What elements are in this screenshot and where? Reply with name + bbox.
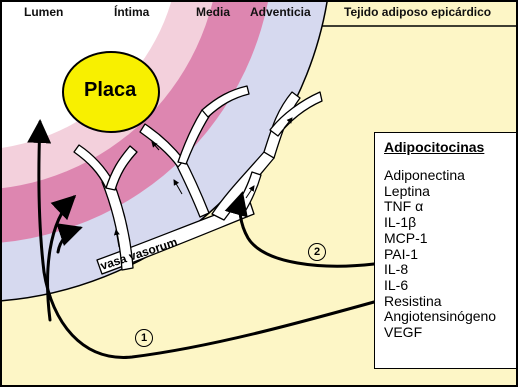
legend-item: Adiponectina <box>384 168 517 184</box>
legend-item: IL-6 <box>384 278 517 294</box>
legend-list: Adiponectina Leptina TNF α IL-1β MCP-1 P… <box>384 168 517 341</box>
header-label-lumen: Lumen <box>24 5 63 19</box>
legend-item: IL-1β <box>384 215 517 231</box>
header-label-intima: Íntima <box>114 5 149 19</box>
legend-item: VEGF <box>384 325 517 341</box>
header-label-adventicia: Adventicia <box>250 5 311 19</box>
arrow-2-path <box>240 194 374 266</box>
marker-1: 1 <box>135 329 153 347</box>
legend-title: Adipocitocinas <box>384 139 517 156</box>
header-label-tejido: Tejido adiposo epicárdico <box>344 5 491 19</box>
legend-item: IL-8 <box>384 262 517 278</box>
plaque-label: Placa <box>84 79 136 102</box>
adipocitocinas-legend: Adipocitocinas Adiponectina Leptina TNF … <box>374 132 518 369</box>
legend-item: TNF α <box>384 199 517 215</box>
marker-2: 2 <box>308 243 326 261</box>
legend-item: MCP-1 <box>384 231 517 247</box>
legend-item: Resistina <box>384 294 517 310</box>
legend-item: Leptina <box>384 184 517 200</box>
legend-item: Angiotensinógeno <box>384 309 517 325</box>
header-label-media: Media <box>196 5 230 19</box>
legend-item: PAI-1 <box>384 247 517 263</box>
